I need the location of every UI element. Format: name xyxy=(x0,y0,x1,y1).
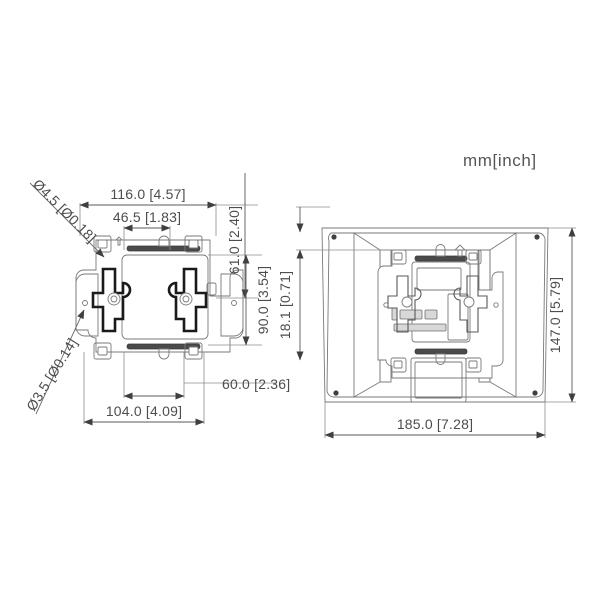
corner-dot-br xyxy=(532,390,538,396)
dimlabel-46-5: 46.5 [1.83] xyxy=(113,209,181,225)
housing-bracket-tr xyxy=(465,249,482,265)
right-view-group xyxy=(321,227,549,403)
housing-bracket-tl xyxy=(390,249,407,265)
housing-pcb-panel xyxy=(416,267,462,291)
housing-lower-cover-inner xyxy=(414,361,463,399)
keyhole-bore-left xyxy=(110,295,118,303)
housing-ribbon-connector xyxy=(393,323,447,332)
housing-keyhole-center-right xyxy=(463,296,475,308)
top-center-tab xyxy=(158,235,170,247)
housing-bracket-bl xyxy=(390,357,407,373)
units-label: mm[inch] xyxy=(463,151,537,170)
left-wing-panel xyxy=(75,273,99,337)
housing-bracket-hole-tl xyxy=(393,252,403,261)
corner-hole-tr xyxy=(188,239,199,249)
leader-hole-large xyxy=(29,182,105,258)
corner-dot-tr xyxy=(534,234,540,240)
corner-dot-tl xyxy=(331,234,337,240)
dimlabel-90: 90.0 [3.54] xyxy=(255,266,271,334)
corner-dot-bl xyxy=(333,390,339,396)
housing-module-block xyxy=(447,293,469,341)
dimlabel-116: 116.0 [4.57] xyxy=(110,186,185,202)
dimlabel-18-1: 18.1 [0.71] xyxy=(277,271,293,339)
dimlabel-60: 60.0 [2.36] xyxy=(222,376,290,392)
keyhole-slot-left xyxy=(91,267,132,333)
housing-keyhole-left xyxy=(387,275,422,333)
left-view-group xyxy=(75,235,244,360)
housing-lower-cover xyxy=(410,357,467,403)
dimlabel-147: 147.0 [5.79] xyxy=(547,277,563,353)
keyhole-slot-right xyxy=(167,267,208,333)
housing-connector-b xyxy=(424,309,438,320)
keyhole-center-right xyxy=(179,292,193,306)
keyhole-bore-right xyxy=(182,295,190,303)
dimlabel-104: 104.0 [4.09] xyxy=(106,403,182,419)
dimlabel-185: 185.0 [7.28] xyxy=(397,416,473,432)
right-view-dimensions: 18.1 [0.71] 147.0 [5.79] 185.0 [7.28] xyxy=(277,206,576,439)
housing-bracket-hole-br xyxy=(468,360,478,369)
alignment-mark-top xyxy=(114,236,124,246)
housing-wing-hole-left xyxy=(383,302,389,308)
corner-bracket-tr xyxy=(184,235,203,253)
housing-connector-a xyxy=(399,309,423,320)
leader-hole-small xyxy=(35,309,85,415)
corner-hole-tl xyxy=(97,239,108,249)
housing-bracket-hole-tr xyxy=(468,252,478,261)
keyhole-center-left xyxy=(107,292,121,306)
housing-keyhole-center-left xyxy=(401,296,413,308)
housing-top-bar xyxy=(414,255,468,262)
wing-hole-left xyxy=(82,300,88,306)
bottom-center-tab xyxy=(158,348,170,360)
housing-keyhole-right xyxy=(453,275,488,333)
side-clip-right xyxy=(206,282,217,296)
housing-top-tab xyxy=(435,244,446,257)
corner-bracket-bl xyxy=(93,342,112,360)
corner-hole-bl xyxy=(97,346,108,356)
corner-hole-br xyxy=(188,346,199,356)
housing-wing-hole-right xyxy=(493,302,499,308)
housing-bracket-assembly xyxy=(377,244,504,403)
wing-hole-right xyxy=(231,300,237,306)
dimlabel-61: 61.0 [2.40] xyxy=(226,206,242,274)
housing-connector-c xyxy=(391,307,398,321)
corner-bracket-br xyxy=(184,342,203,360)
housing-bottom-bar xyxy=(414,348,468,355)
housing-bracket-hole-bl xyxy=(393,360,403,369)
orientation-arrow-icon xyxy=(453,244,467,257)
corner-brackets xyxy=(93,235,203,360)
housing-inner-boundary xyxy=(326,232,546,398)
